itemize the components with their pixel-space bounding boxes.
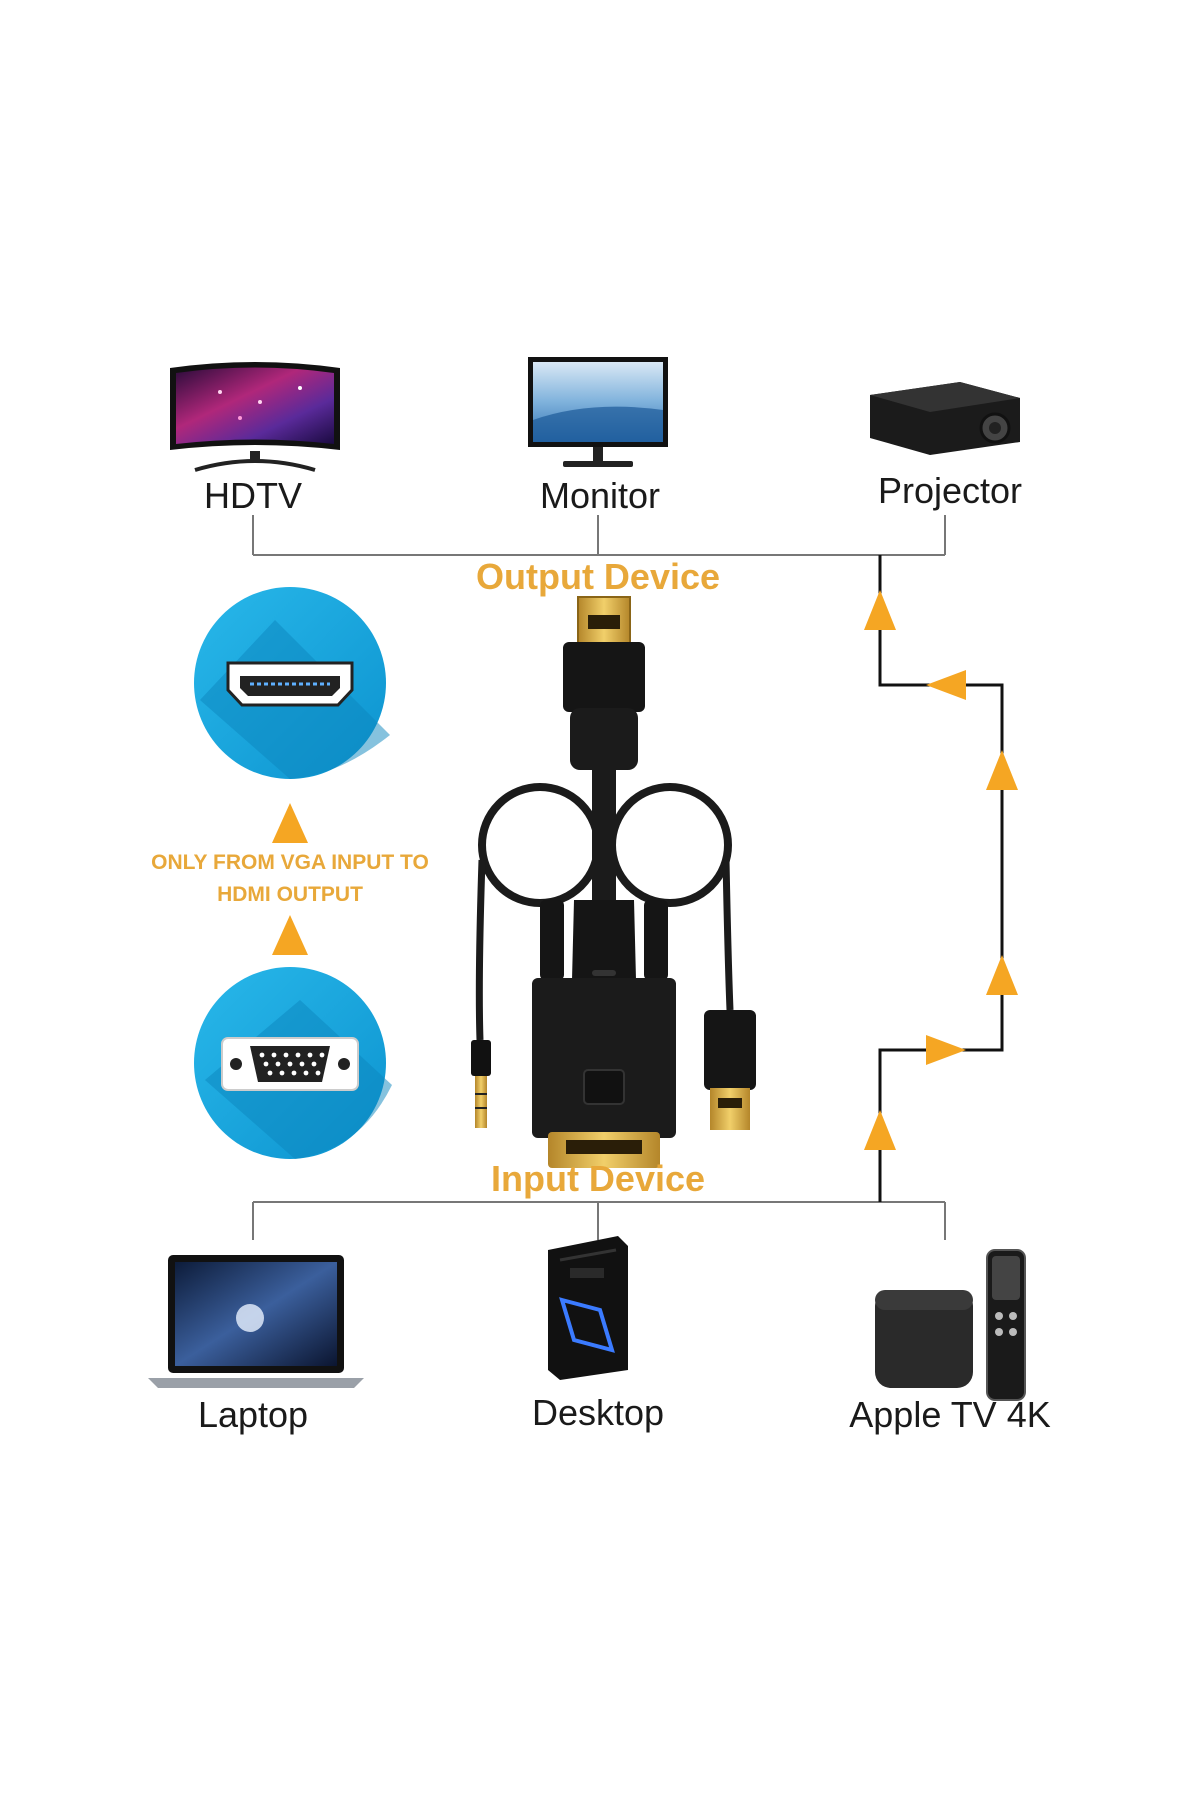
direction-note: ONLY FROM VGA INPUT TO HDMI OUTPUT — [151, 847, 429, 911]
apple-tv-icon — [875, 1249, 1026, 1401]
hdmi-port-icon — [226, 661, 354, 707]
port-direction-arrows — [272, 803, 308, 955]
signal-path — [878, 555, 1004, 1202]
device-label-laptop: Laptop — [197, 1394, 309, 1435]
arrow-up-icon — [272, 915, 308, 955]
device-label-hdtv: HDTV — [204, 475, 302, 516]
arrow-up-icon — [864, 1110, 896, 1150]
input-device-label: Input Device — [490, 1158, 706, 1199]
device-label-desktop: Desktop — [531, 1392, 665, 1433]
arrow-up-icon — [272, 803, 308, 843]
monitor-icon — [528, 357, 668, 467]
output-device-label: Output Device — [475, 556, 721, 597]
arrow-up-icon — [864, 590, 896, 630]
device-label-projector: Projector — [877, 470, 1023, 511]
input-bus-lines — [252, 1201, 946, 1240]
signal-arrows — [864, 590, 1018, 1150]
direction-note-line-2: HDMI OUTPUT — [217, 883, 363, 906]
device-label-monitor: Monitor — [539, 475, 661, 516]
output-bus-lines — [252, 515, 946, 556]
audio-jack — [471, 1040, 491, 1128]
hdtv-icon — [170, 362, 340, 472]
hdmi-port-circle — [194, 587, 390, 779]
desktop-tower-icon — [548, 1236, 628, 1380]
direction-note-line-1: ONLY FROM VGA INPUT TO — [151, 851, 429, 874]
vga-connector — [532, 900, 676, 1168]
arrow-left-icon — [926, 670, 966, 700]
usb-connector — [704, 1010, 756, 1130]
arrow-up-icon — [986, 750, 1018, 790]
projector-icon — [870, 382, 1020, 455]
device-label-apple-tv: Apple TV 4K — [849, 1394, 1051, 1435]
hdmi-connector — [563, 596, 645, 770]
vga-port-icon — [221, 1037, 359, 1091]
vga-to-hdmi-cable — [471, 596, 756, 1168]
arrow-right-icon — [926, 1035, 966, 1065]
arrow-up-icon — [986, 955, 1018, 995]
vga-port-circle — [194, 967, 392, 1159]
laptop-icon — [148, 1255, 364, 1388]
